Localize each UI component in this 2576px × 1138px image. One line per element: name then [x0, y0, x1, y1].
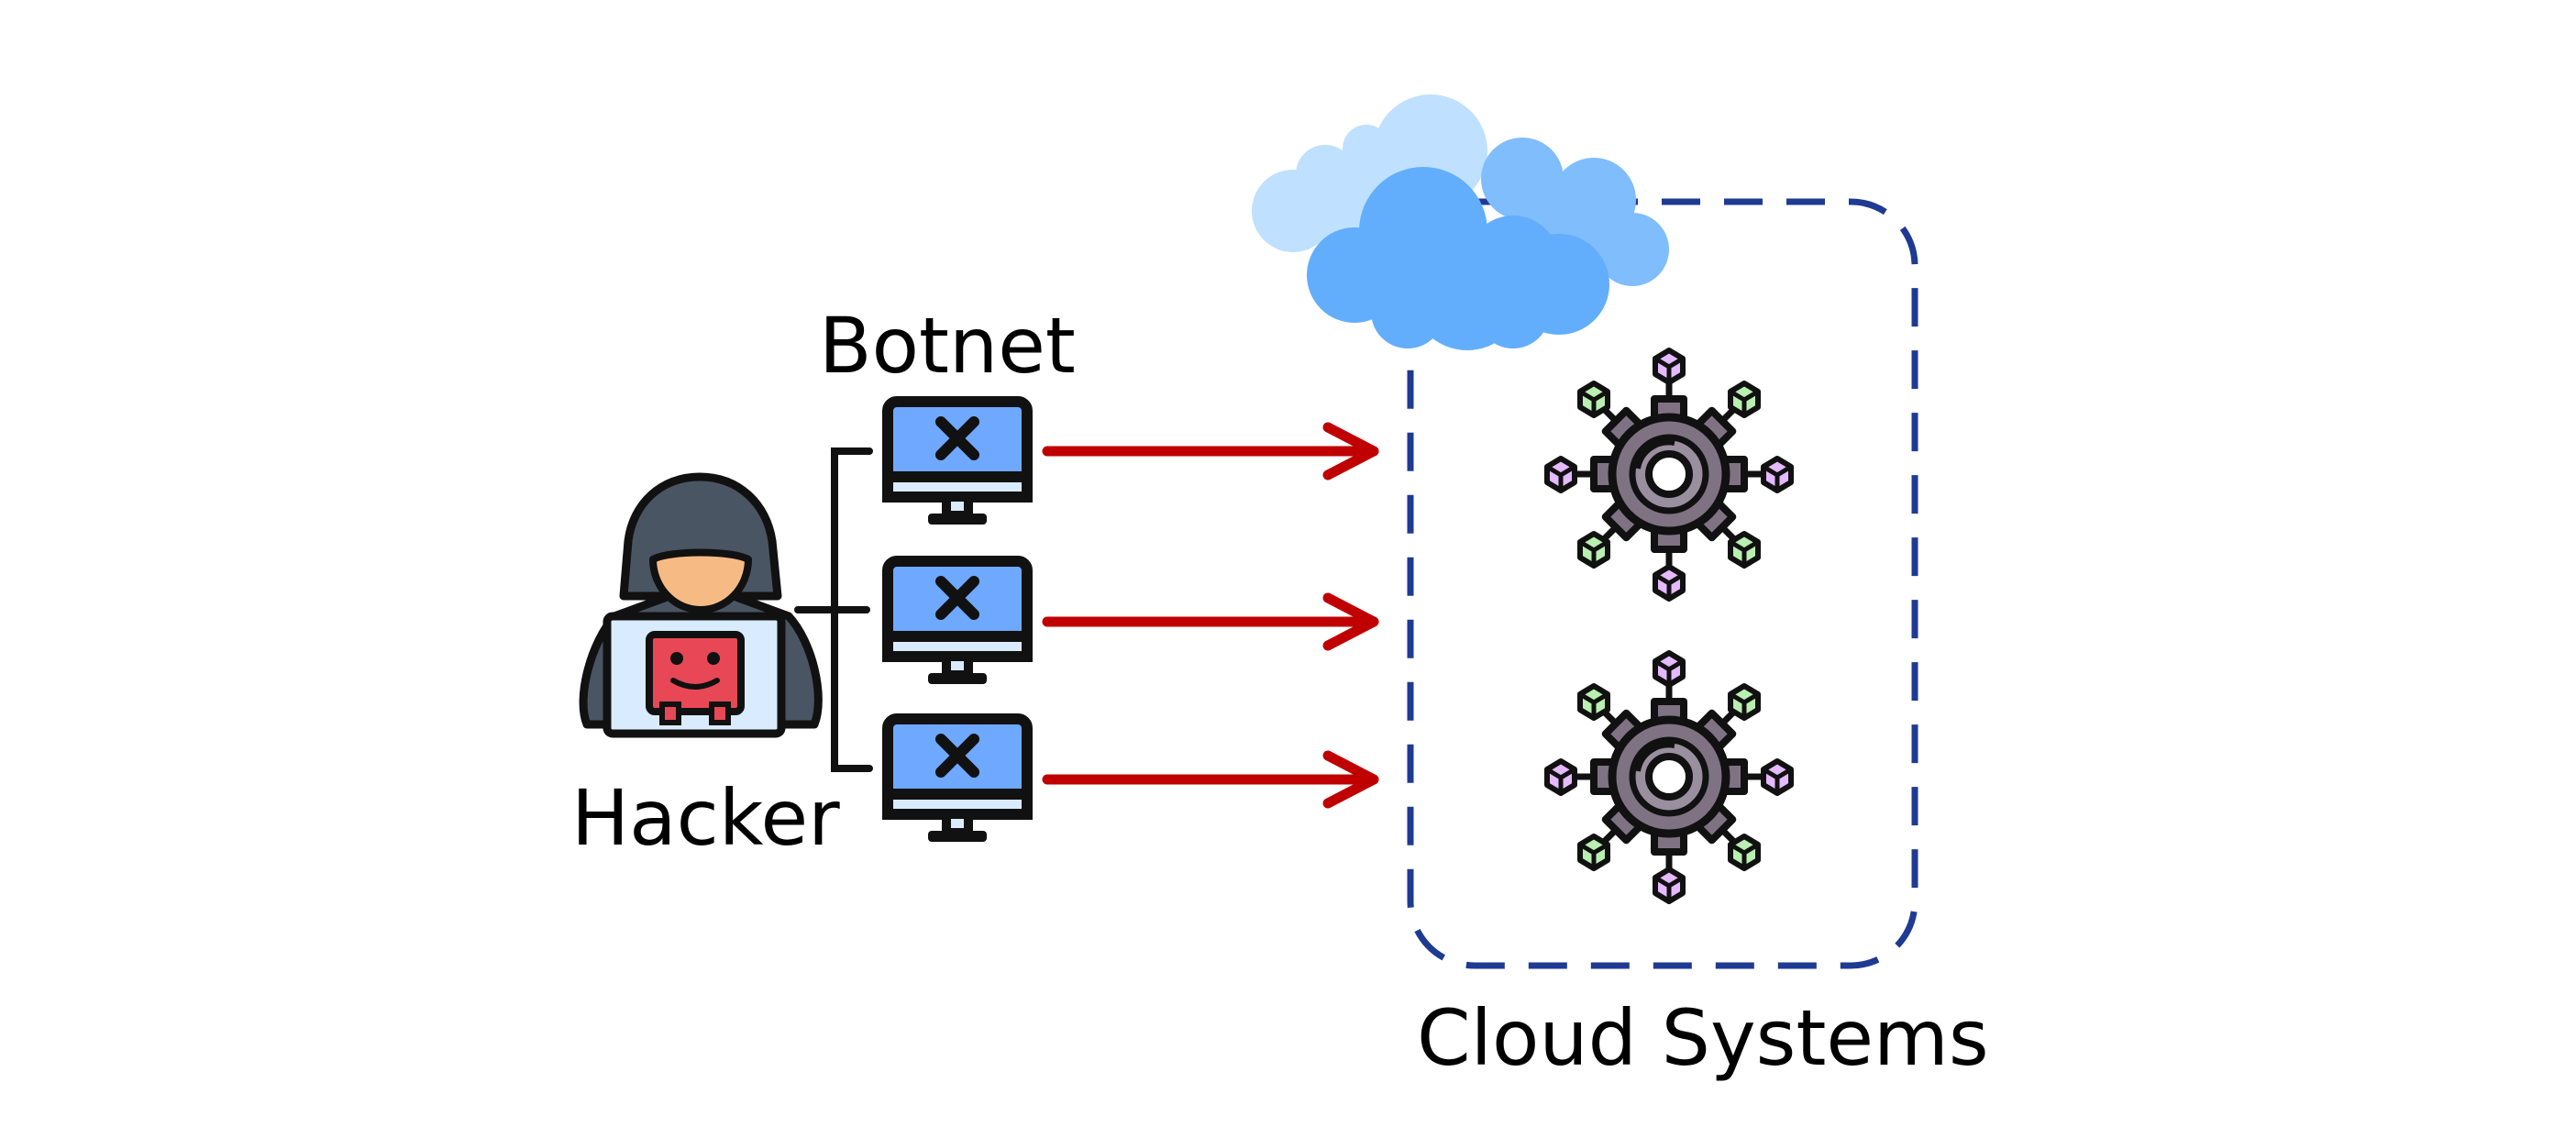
cloud-icon: [1252, 94, 1669, 350]
infected-monitor-icon: [888, 719, 1027, 842]
cloud-boundary: [1407, 198, 1918, 969]
infected-monitor-icon: [888, 561, 1027, 684]
botnet-label: Botnet: [819, 301, 1076, 391]
attack-arrows: [1042, 422, 1379, 809]
attack-arrow: [1042, 750, 1379, 809]
botnet-bracket: [794, 447, 873, 772]
gear-network-icon: [1547, 350, 1791, 599]
hooded-hacker-laptop-icon: [579, 472, 823, 738]
infected-monitor-icon: [888, 402, 1027, 525]
attack-arrow: [1042, 592, 1379, 651]
gear-network-icon: [1547, 653, 1791, 901]
attack-arrow: [1042, 422, 1379, 481]
hacker-label: Hacker: [571, 773, 840, 863]
cloud-systems-label: Cloud Systems: [1417, 993, 1989, 1083]
